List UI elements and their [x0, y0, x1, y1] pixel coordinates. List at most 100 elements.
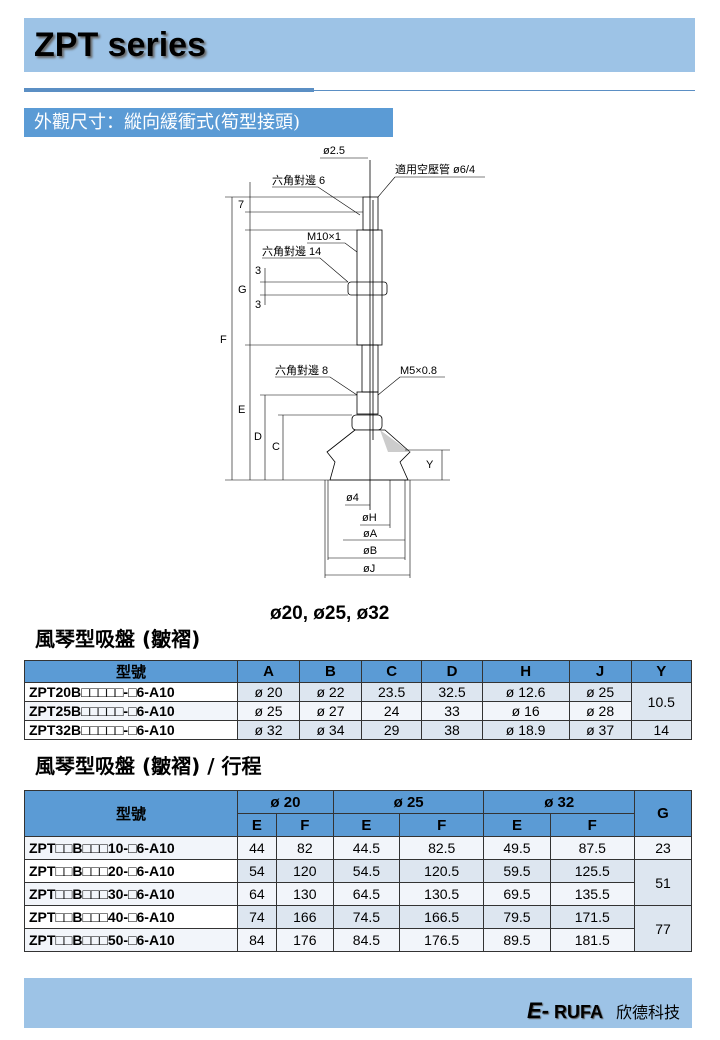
cell: ø 32	[237, 720, 300, 740]
cell: ø 20	[237, 682, 300, 702]
col-header: C	[360, 660, 423, 683]
col-header: 型號	[24, 790, 238, 837]
col-header: G	[634, 790, 692, 837]
cell: ø 12.6	[481, 682, 570, 702]
col-header: F	[549, 813, 636, 837]
part-outline	[326, 160, 411, 510]
col-header: A	[237, 660, 300, 683]
cell: ø 25	[568, 682, 632, 702]
cell: 79.5	[483, 905, 551, 929]
section-title: 外觀尺寸：縱向緩衝式(筍型接頭)	[24, 108, 393, 137]
page-title: ZPT series	[34, 26, 206, 64]
cell: 176	[275, 928, 334, 952]
cell: 33	[421, 701, 483, 721]
cell: 74	[237, 905, 277, 929]
label-y: Y	[426, 459, 434, 471]
cell: ZPT25B□□□□□-□6-A10	[24, 701, 238, 721]
label-hex6: 六角對邊 6	[272, 173, 325, 187]
cell: 49.5	[483, 836, 551, 860]
label-e: E	[238, 404, 245, 416]
label-3b: 3	[255, 299, 261, 311]
label-c: C	[272, 441, 280, 453]
label-hex8: 六角對邊 8	[275, 363, 328, 377]
cell: 166	[275, 905, 334, 929]
cell: 74.5	[332, 905, 400, 929]
footer-banner: E- RUFA 欣德科技	[24, 978, 692, 1028]
cell: ø 27	[298, 701, 362, 721]
cell: 59.5	[483, 859, 551, 883]
cell: 82	[275, 836, 334, 860]
divider	[314, 90, 695, 91]
cell: 23.5	[360, 682, 423, 702]
label-dh: øH	[362, 512, 377, 524]
cell: 181.5	[549, 928, 636, 952]
col-header: B	[298, 660, 362, 683]
cell: 120	[275, 859, 334, 883]
col-header: F	[275, 813, 334, 837]
divider	[24, 88, 314, 92]
label-hex14: 六角對邊 14	[262, 244, 321, 258]
label-d: D	[254, 431, 262, 443]
cell: 84.5	[332, 928, 400, 952]
label-m5: M5×0.8	[400, 365, 437, 377]
col-header: E	[483, 813, 551, 837]
label-dj: øJ	[363, 563, 375, 575]
cell: 120.5	[398, 859, 485, 883]
cell: ZPT□□B□□□50-□6-A10	[24, 928, 238, 952]
cell: 14	[630, 720, 693, 740]
cell: ZPT□□B□□□20-□6-A10	[24, 859, 238, 883]
dimension-lines	[225, 157, 485, 578]
cell: 64.5	[332, 882, 400, 906]
cell: ø 37	[568, 720, 632, 740]
cell: 84	[237, 928, 277, 952]
cell: ø 25	[237, 701, 300, 721]
cell: 87.5	[549, 836, 636, 860]
cell: ø 18.9	[481, 720, 570, 740]
cell: 69.5	[483, 882, 551, 906]
cell: 54.5	[332, 859, 400, 883]
cell: 51	[634, 859, 692, 906]
label-g: G	[238, 284, 247, 296]
size-list: ø20, ø25, ø32	[270, 603, 390, 624]
cell: ø 16	[481, 701, 570, 721]
logo-e: E-	[526, 998, 549, 1023]
cell: 171.5	[549, 905, 636, 929]
cell: 44	[237, 836, 277, 860]
label-7: 7	[238, 199, 244, 211]
label-db: øB	[363, 545, 377, 557]
label-d4: ø4	[346, 492, 359, 504]
cell: ø 34	[298, 720, 362, 740]
col-header: E	[332, 813, 400, 837]
col-header: 型號	[24, 660, 238, 683]
col-header: Y	[630, 660, 693, 683]
company-logo: E- RUFA 欣德科技	[527, 998, 680, 1024]
logo-rufa: RUFA	[553, 1002, 603, 1022]
col-header: D	[421, 660, 483, 683]
label-m10: M10×1	[307, 231, 341, 243]
col-header: E	[237, 813, 277, 837]
cell: ZPT32B□□□□□-□6-A10	[24, 720, 238, 740]
cell: 89.5	[483, 928, 551, 952]
cell: 82.5	[398, 836, 485, 860]
cell: 125.5	[549, 859, 636, 883]
cell: 64	[237, 882, 277, 906]
table2-heading: 風琴型吸盤 (皺褶) / 行程	[35, 754, 262, 778]
col-header: J	[568, 660, 632, 683]
label-d2-5: ø2.5	[323, 145, 345, 157]
cell: 38	[421, 720, 483, 740]
title-banner: ZPT series	[24, 18, 695, 72]
cell: 32.5	[421, 682, 483, 702]
cell: 29	[360, 720, 423, 740]
cell: 54	[237, 859, 277, 883]
col-header: F	[398, 813, 485, 837]
cell: ZPT□□B□□□40-□6-A10	[24, 905, 238, 929]
cell: 166.5	[398, 905, 485, 929]
label-da: øA	[363, 528, 378, 540]
